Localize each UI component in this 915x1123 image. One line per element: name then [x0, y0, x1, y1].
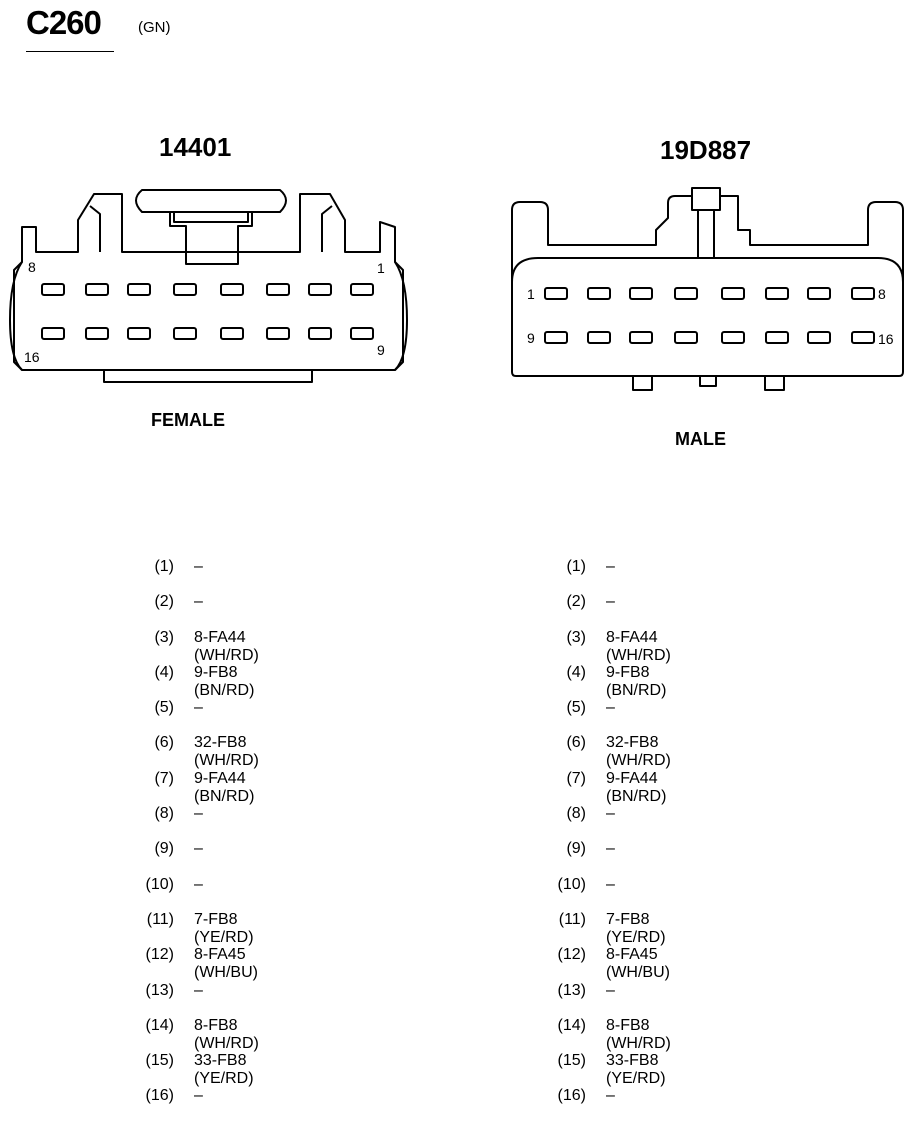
pin-number: (8) [154, 805, 174, 823]
circuit-label: – [606, 593, 615, 611]
circuit-label: – [194, 981, 203, 999]
pin-number: (11) [146, 910, 174, 928]
circuit-label: – [606, 558, 615, 575]
circuit-label: 8-FA45 (WH/BU) [606, 946, 670, 982]
circuit-label: 8-FA45 (WH/BU) [194, 946, 258, 982]
pin-number: (7) [566, 769, 586, 787]
female-label-top-left: 8 [28, 259, 36, 275]
pin-number: (6) [566, 734, 586, 752]
pin-number: (4) [154, 663, 174, 681]
male-part-number: 19D887 [660, 135, 752, 165]
female-label-bottom-left: 16 [24, 349, 40, 365]
circuit-label: 8-FA44 (WH/RD) [606, 628, 671, 664]
pin-number: (14) [145, 1016, 174, 1034]
circuit-label: 9-FB8 (BN/RD) [606, 663, 667, 699]
pin-number: (5) [566, 699, 586, 717]
title-underline [26, 51, 114, 52]
circuit-label: – [194, 840, 203, 858]
circuit-label: – [606, 875, 615, 893]
pin-number: (7) [154, 769, 174, 787]
pin-number: (12) [557, 946, 586, 964]
pin-number: (9) [566, 840, 586, 858]
circuit-label: – [606, 805, 615, 823]
circuit-label: – [194, 1087, 203, 1105]
circuit-label: 7-FB8 (YE/RD) [606, 910, 666, 946]
circuit-label: – [606, 1087, 615, 1105]
male-connector-body [511, 187, 904, 391]
circuit-label: – [194, 558, 203, 575]
circuit-label: – [194, 875, 203, 893]
pin-number: (4) [566, 663, 586, 681]
circuit-label: 32-FB8 (WH/RD) [606, 734, 671, 770]
circuit-label: 8-FB8 (WH/RD) [606, 1016, 671, 1052]
female-connector-body [9, 189, 408, 383]
female-part-number: 14401 [159, 132, 232, 162]
circuit-label: – [194, 593, 203, 611]
pin-number: (16) [145, 1087, 174, 1105]
circuit-label: 9-FA44 (BN/RD) [606, 769, 667, 805]
male-label-bottom-left: 9 [527, 330, 535, 346]
female-label-bottom-right: 9 [377, 342, 385, 358]
pin-number: (2) [154, 593, 174, 611]
circuit-label: 33-FB8 (YE/RD) [606, 1052, 666, 1088]
circuit-label: 9-FA44 (BN/RD) [194, 769, 255, 805]
female-pin-cavities [41, 283, 374, 340]
pin-number: (13) [145, 981, 174, 999]
pin-number: (15) [557, 1052, 586, 1070]
circuit-label: – [606, 840, 615, 858]
connector-id: C260 [26, 4, 102, 41]
pin-number: (10) [145, 875, 174, 893]
pin-number: (11) [558, 910, 586, 928]
circuit-label: 9-FB8 (BN/RD) [194, 663, 255, 699]
pin-number: (2) [566, 593, 586, 611]
circuit-label: – [606, 981, 615, 999]
circuit-label: 8-FA44 (WH/RD) [194, 628, 259, 664]
circuit-label: – [194, 699, 203, 717]
female-label-top-right: 1 [377, 260, 385, 276]
circuit-label: – [606, 699, 615, 717]
circuit-label: – [194, 805, 203, 823]
male-label: MALE [675, 429, 726, 449]
pin-number: (3) [566, 628, 586, 646]
pin-number: (1) [566, 558, 586, 575]
pin-number: (8) [566, 805, 586, 823]
male-label-top-left: 1 [527, 286, 535, 302]
pin-number: (3) [154, 628, 174, 646]
pin-number: (14) [557, 1016, 586, 1034]
connector-diagrams: 8 1 16 9 1 8 9 16 [9, 187, 904, 391]
pin-number: (16) [557, 1087, 586, 1105]
circuit-label: 7-FB8 (YE/RD) [194, 910, 254, 946]
male-label-top-right: 8 [878, 286, 886, 302]
male-pin-cavities [544, 287, 875, 344]
pin-number: (13) [557, 981, 586, 999]
pin-number: (12) [145, 946, 174, 964]
pin-number: (6) [154, 734, 174, 752]
color-code: (GN) [138, 19, 171, 36]
circuit-label: 32-FB8 (WH/RD) [194, 734, 259, 770]
pin-number: (10) [557, 875, 586, 893]
male-label-bottom-right: 16 [878, 331, 894, 347]
circuit-label: 33-FB8 (YE/RD) [194, 1052, 254, 1088]
pin-number: (1) [154, 558, 174, 575]
circuit-label: 8-FB8 (WH/RD) [194, 1016, 259, 1052]
pin-number: (15) [145, 1052, 174, 1070]
pin-number: (9) [154, 840, 174, 858]
female-label: FEMALE [151, 410, 225, 430]
pin-number: (5) [154, 699, 174, 717]
